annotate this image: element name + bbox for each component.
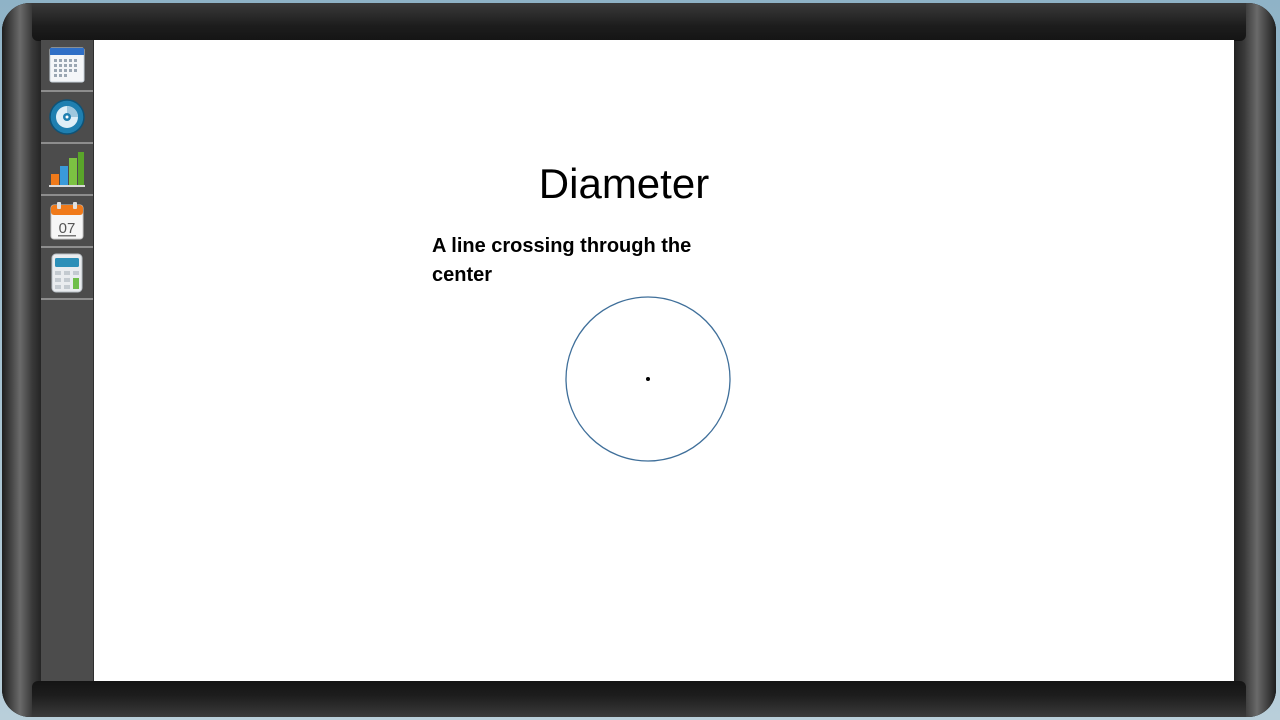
bar-chart-icon [48, 150, 86, 188]
page-title: Diameter [538, 160, 710, 207]
calendar-day-label: 07 [59, 220, 76, 237]
sidebar-item-calendar[interactable]: 07 [41, 196, 93, 248]
calendar-grid-icon [49, 46, 85, 84]
center-point [646, 377, 650, 381]
sidebar-item-calendar-grid[interactable] [41, 40, 93, 92]
disc-icon [48, 98, 86, 136]
definition-text: A line crossing through the center [432, 235, 692, 286]
app-sidebar: 07 [41, 40, 94, 681]
circle-shape [565, 296, 731, 462]
calendar-icon: 07 [49, 201, 85, 241]
frame-left-edge [2, 3, 42, 717]
sidebar-item-bar-chart[interactable] [41, 144, 93, 196]
whiteboard-canvas[interactable]: Diameter A line crossing through the cen… [94, 40, 1234, 681]
sidebar-item-calculator[interactable] [41, 248, 93, 300]
frame-top-edge [32, 3, 1246, 41]
frame-bottom-edge [32, 681, 1246, 717]
frame-right-edge [1234, 3, 1276, 717]
sidebar-item-disc[interactable] [41, 92, 93, 144]
circle-diagram [565, 296, 731, 462]
calculator-icon [50, 253, 84, 293]
